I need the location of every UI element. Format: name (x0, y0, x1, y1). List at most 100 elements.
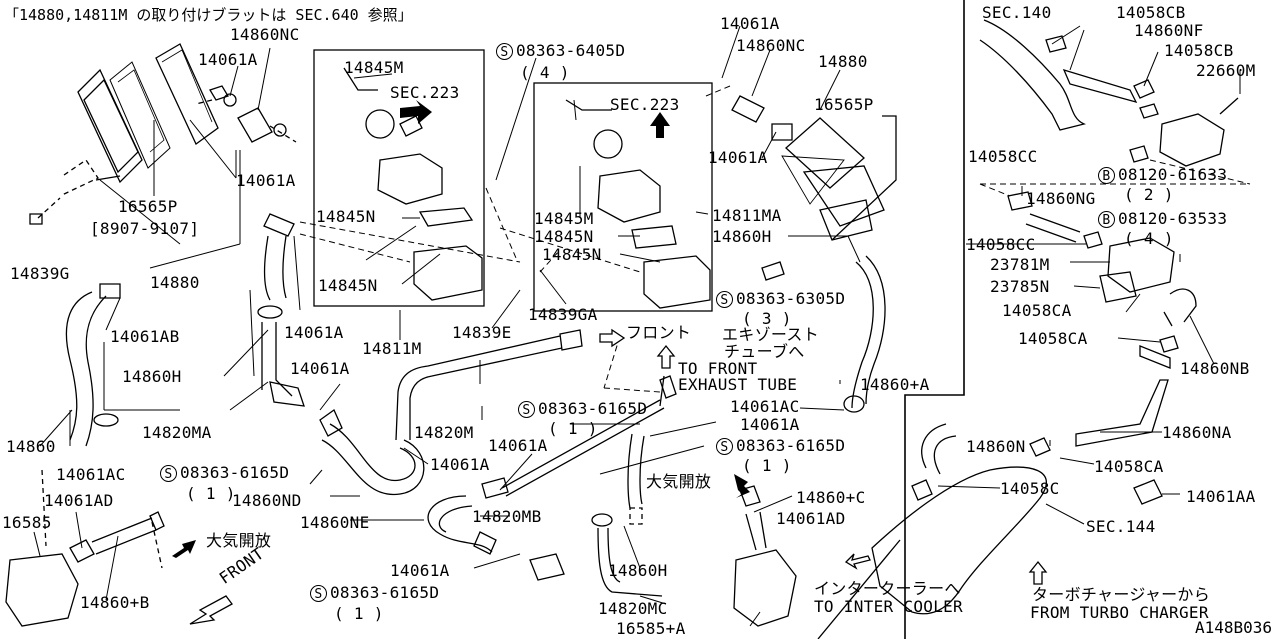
bolt-part-number: 08363-6165D (330, 583, 440, 602)
part-label-14860NC: 14860NC (230, 25, 300, 44)
part-label-14845N: 14845N (318, 276, 378, 295)
part-label-22660M: 22660M (1196, 61, 1256, 80)
part-label-14860H: 14860H (712, 227, 772, 246)
hose-14860NE (427, 495, 493, 553)
arrow-sec223-right (650, 112, 670, 138)
hose-14820MB (501, 399, 665, 497)
quantity-label: ( 4 ) (1124, 229, 1174, 248)
part-label-14061A: 14061A (390, 561, 450, 580)
bolt-marker: S (310, 585, 327, 602)
hose-14860ND (321, 423, 425, 496)
part-label-14820MA: 14820MA (142, 423, 212, 442)
bolt-marker: S (496, 43, 513, 60)
bolt-marker: S (716, 291, 733, 308)
part-label-14061AD: 14061AD (776, 509, 846, 528)
part-label-23781M: 23781M (990, 255, 1050, 274)
detail-box-left (313, 49, 485, 307)
bolt-part-number: 08363-6305D (736, 289, 846, 308)
part-label-14061AB: 14061AB (110, 327, 180, 346)
hose-14860NF (1062, 68, 1138, 104)
part-label-14845M: 14845M (534, 209, 594, 228)
hose-14860NG (1025, 213, 1081, 243)
hose-14860H-lower (597, 527, 663, 597)
direction-label-turbo-jp: ターボチャージャーから (1032, 585, 1211, 604)
hose-14860NC-left (237, 107, 273, 143)
part-label-14860N: 14860N (966, 437, 1026, 456)
part-label-14880: 14880 (818, 52, 868, 71)
part-label-14061A: 14061A (430, 455, 490, 474)
direction-label-front-jp: フロント (626, 323, 692, 342)
bolt-part-number: 08363-6165D (736, 436, 846, 455)
part-label-14860ND: 14860ND (232, 491, 302, 510)
direction-label-exhaust-jp: エキゾースト (722, 325, 820, 344)
part-label-14058CA: 14058CA (1002, 301, 1072, 320)
part-label-14860plusA: 14860+A (860, 375, 930, 394)
part-label-14860NC: 14860NC (736, 36, 806, 55)
part-label-14058CA: 14058CA (1018, 329, 1088, 348)
valve-23781M (1107, 237, 1175, 293)
direction-label-exhaust-tube: EXHAUST TUBE (678, 375, 798, 394)
section-ref-sec223: SEC.223 (390, 83, 460, 102)
section-ref-sec140: SEC.140 (982, 3, 1052, 22)
part-label-14820M: 14820M (414, 423, 474, 442)
part-label-14061A: 14061A (720, 14, 780, 33)
direction-label-turbo: FROM TURBO CHARGER (1030, 603, 1209, 622)
part-label-16585: 16585 (2, 513, 52, 532)
quantity-label: ( 2 ) (1124, 185, 1174, 204)
throttle-body-right (597, 169, 661, 223)
direction-label-intercooler-jp: インタークーラーへ (814, 579, 961, 598)
part-label-14061A: 14061A (284, 323, 344, 342)
bracket-16565P (831, 115, 897, 241)
part-label-14860NF: 14860NF (1134, 21, 1204, 40)
part-label-14811MA: 14811MA (712, 206, 782, 225)
hose-14860H (263, 235, 287, 301)
arrow-inter-cooler (844, 553, 871, 570)
part-label-14061A: 14061A (488, 436, 548, 455)
bolt-part-number: 08363-6165D (180, 463, 290, 482)
part-label-14845N: 14845N (542, 245, 602, 264)
solenoid-22660M (1159, 113, 1225, 167)
b-marker: B (1098, 167, 1115, 184)
part-label-14058CA: 14058CA (1094, 457, 1164, 476)
part-label-14860plusC: 14860+C (796, 488, 866, 507)
part-label-14860H: 14860H (122, 367, 182, 386)
arrow-sec223-left (400, 100, 432, 124)
detail-box-right (533, 82, 713, 312)
part-label-14839E: 14839E (452, 323, 512, 342)
part-label-14860NG: 14860NG (1026, 189, 1096, 208)
direction-label-to-front: TO FRONT (678, 359, 758, 378)
part-label-14061A: 14061A (236, 171, 296, 190)
arrow-front-jp (599, 328, 626, 348)
part-label-14860NB: 14860NB (1180, 359, 1250, 378)
quantity-label: ( 1 ) (548, 419, 598, 438)
part-label-14061A: 14061A (290, 359, 350, 378)
part-label-23785N: 23785N (990, 277, 1050, 296)
part-label-14845M: 14845M (344, 58, 404, 77)
intercooler-pipe (871, 466, 1047, 615)
air-cleaner-left (77, 43, 229, 184)
direction-label-exhaust-jp: チューブへ (724, 342, 805, 361)
figure-code: A148B036 (1194, 618, 1272, 637)
vent-label: 大気開放 (206, 531, 272, 550)
quantity-label: ( 1 ) (186, 484, 236, 503)
part-label-14058C: 14058C (1000, 479, 1060, 498)
bolt-marker: S (518, 401, 535, 418)
quantity-label: ( 1 ) (742, 456, 792, 475)
b-marker: B (1098, 211, 1115, 228)
bolt-part-number: 08120-63533 (1118, 209, 1228, 228)
quantity-label: ( 4 ) (520, 63, 570, 82)
air-cleaner-right (731, 95, 885, 241)
bolt-part-number: 08120-61633 (1118, 165, 1228, 184)
arrow-taiki-right (734, 474, 750, 498)
hose-14860plusA (851, 255, 886, 409)
part-label-14061AC: 14061AC (730, 397, 800, 416)
part-label-14839GA: 14839GA (528, 305, 598, 324)
